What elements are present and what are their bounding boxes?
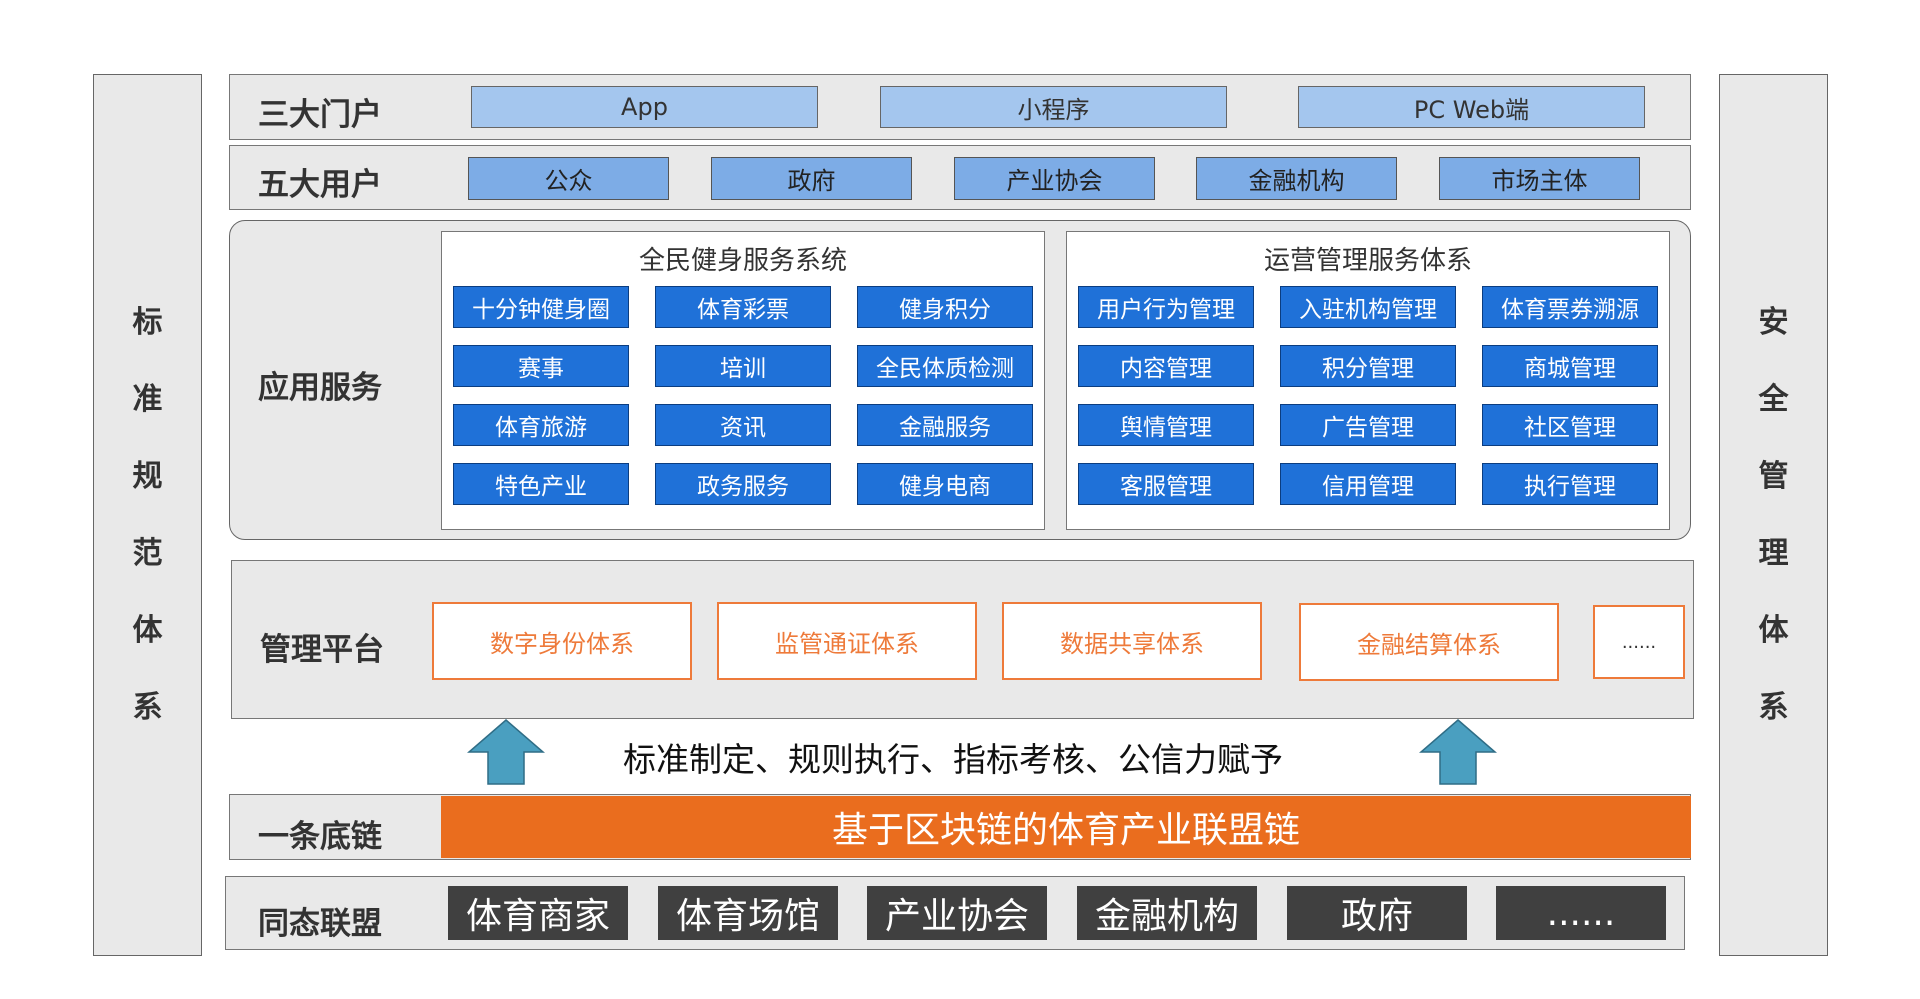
up-arrow-icon bbox=[1419, 719, 1497, 785]
user-financial-institution: 金融机构 bbox=[1196, 157, 1397, 200]
operations-service-item: 用户行为管理 bbox=[1078, 286, 1254, 328]
pillar-char: 准 bbox=[132, 382, 163, 417]
fitness-service-item: 健身电商 bbox=[857, 463, 1033, 505]
fitness-service-item: 十分钟健身圈 bbox=[453, 286, 629, 328]
management-label: 管理平台 bbox=[260, 632, 384, 668]
alliance-member: 体育场馆 bbox=[658, 886, 838, 940]
pillar-char: 系 bbox=[1758, 690, 1789, 725]
user-government: 政府 bbox=[711, 157, 912, 200]
app-services-label: 应用服务 bbox=[258, 370, 382, 406]
portal-mini-program: 小程序 bbox=[880, 86, 1227, 128]
management-digital-identity: 数字身份体系 bbox=[432, 602, 692, 680]
pillar-char: 全 bbox=[1758, 382, 1789, 417]
pillar-char: 安 bbox=[1758, 305, 1789, 340]
pillar-char: 管 bbox=[1758, 459, 1789, 494]
alliance-member: 政府 bbox=[1287, 886, 1467, 940]
standards-system-pillar: 标 准 规 范 体 系 bbox=[93, 74, 202, 956]
pillar-char: 理 bbox=[1758, 536, 1789, 571]
management-data-sharing: 数据共享体系 bbox=[1002, 602, 1262, 680]
alliance-member: 体育商家 bbox=[448, 886, 628, 940]
fitness-service-item: 培训 bbox=[655, 345, 831, 387]
operations-service-item: 执行管理 bbox=[1482, 463, 1658, 505]
pillar-char: 系 bbox=[132, 690, 163, 725]
operations-service-item: 内容管理 bbox=[1078, 345, 1254, 387]
operations-service-item: 商城管理 bbox=[1482, 345, 1658, 387]
fitness-service-item: 特色产业 bbox=[453, 463, 629, 505]
chain-label: 一条底链 bbox=[258, 819, 382, 855]
operations-panel-title: 运营管理服务体系 bbox=[1263, 246, 1472, 276]
user-industry-association: 产业协会 bbox=[954, 157, 1155, 200]
fitness-service-item: 体育旅游 bbox=[453, 404, 629, 446]
fitness-service-item: 赛事 bbox=[453, 345, 629, 387]
operations-service-item: 舆情管理 bbox=[1078, 404, 1254, 446]
pillar-char: 范 bbox=[132, 536, 163, 571]
alliance-label: 同态联盟 bbox=[258, 906, 382, 942]
operations-service-item: 社区管理 bbox=[1482, 404, 1658, 446]
alliance-more: ...... bbox=[1496, 886, 1666, 940]
portals-label: 三大门户 bbox=[258, 97, 382, 133]
users-label: 五大用户 bbox=[258, 167, 382, 203]
operations-service-item: 入驻机构管理 bbox=[1280, 286, 1456, 328]
pillar-char: 规 bbox=[132, 459, 163, 494]
management-financial-settlement: 金融结算体系 bbox=[1299, 603, 1559, 681]
portal-app: App bbox=[471, 86, 818, 128]
operations-service-item: 积分管理 bbox=[1280, 345, 1456, 387]
fitness-service-item: 资讯 bbox=[655, 404, 831, 446]
portal-pc-web: PC Web端 bbox=[1298, 86, 1645, 128]
fitness-service-item: 健身积分 bbox=[857, 286, 1033, 328]
management-regulatory-token: 监管通证体系 bbox=[717, 602, 977, 680]
operations-service-item: 信用管理 bbox=[1280, 463, 1456, 505]
alliance-member: 产业协会 bbox=[867, 886, 1047, 940]
fitness-service-item: 政务服务 bbox=[655, 463, 831, 505]
pillar-char: 标 bbox=[132, 305, 163, 340]
operations-service-item: 广告管理 bbox=[1280, 404, 1456, 446]
governance-slogan: 标准制定、规则执行、指标考核、公信力赋予 bbox=[623, 740, 1283, 779]
fitness-panel-title: 全民健身服务系统 bbox=[638, 246, 847, 276]
pillar-char: 体 bbox=[1758, 613, 1789, 648]
fitness-service-item: 金融服务 bbox=[857, 404, 1033, 446]
user-market-entity: 市场主体 bbox=[1439, 157, 1640, 200]
up-arrow-icon bbox=[467, 719, 545, 785]
user-public: 公众 bbox=[468, 157, 669, 200]
alliance-member: 金融机构 bbox=[1077, 886, 1257, 940]
operations-service-item: 体育票券溯源 bbox=[1482, 286, 1658, 328]
fitness-service-item: 全民体质检测 bbox=[857, 345, 1033, 387]
security-system-pillar: 安 全 管 理 体 系 bbox=[1719, 74, 1828, 956]
operations-service-item: 客服管理 bbox=[1078, 463, 1254, 505]
consortium-chain-bar: 基于区块链的体育产业联盟链 bbox=[441, 796, 1691, 858]
pillar-char: 体 bbox=[132, 613, 163, 648]
management-more: ...... bbox=[1593, 605, 1685, 679]
fitness-service-item: 体育彩票 bbox=[655, 286, 831, 328]
